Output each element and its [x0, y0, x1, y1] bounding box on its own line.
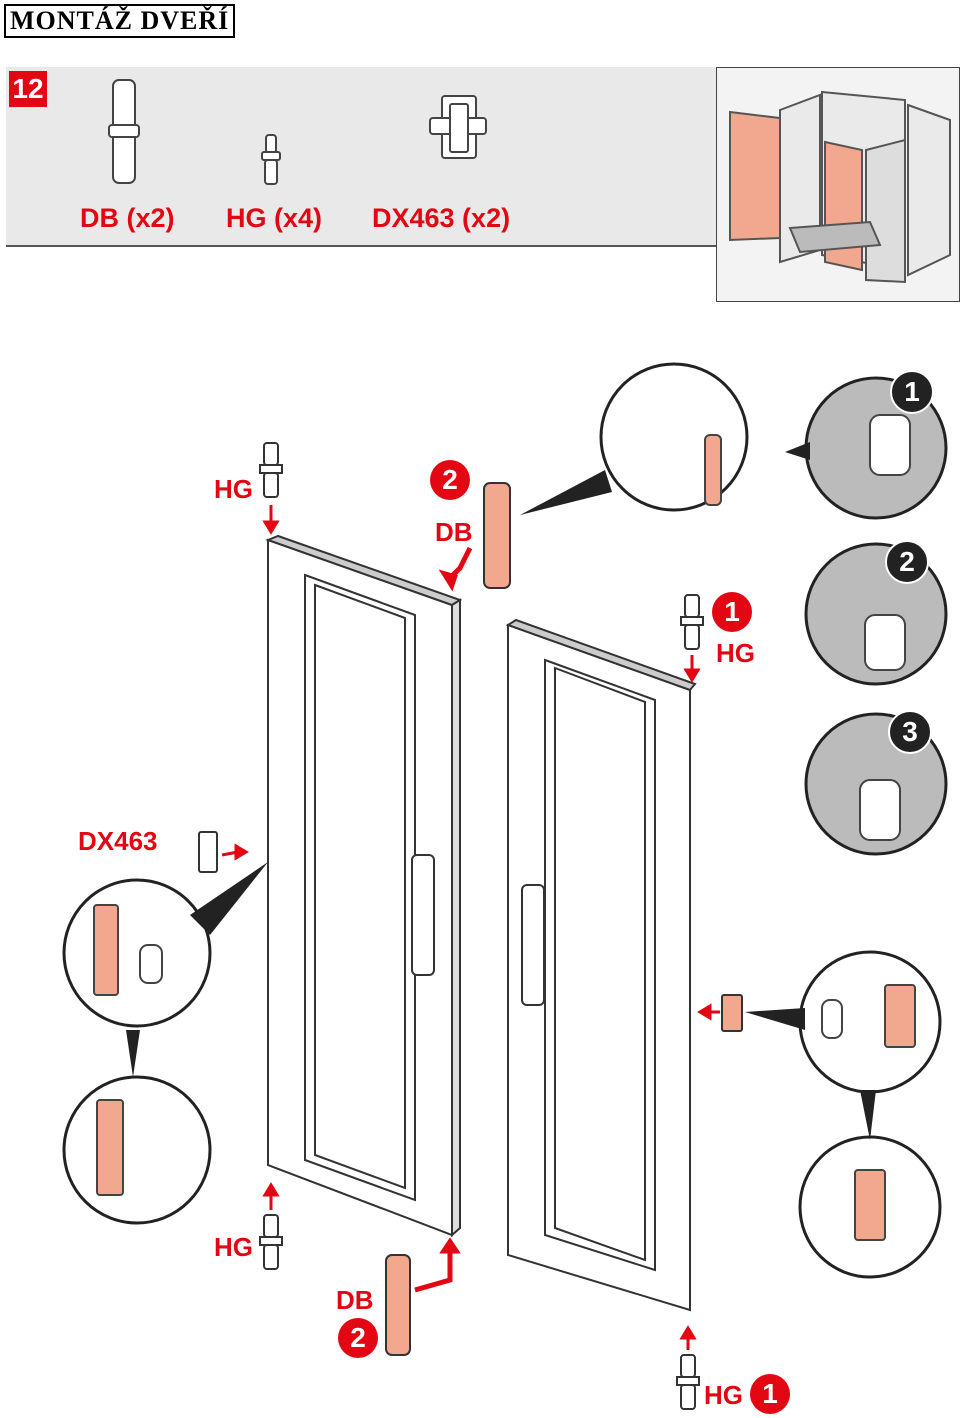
part-label-hg: HG (x4)	[226, 203, 323, 233]
hg-label-bottom-left: HG	[214, 1232, 253, 1262]
hg-label-top-right: HG	[716, 638, 755, 668]
db-label-top: DB	[435, 517, 473, 547]
red-arrows	[221, 505, 720, 1350]
step-badge-1-top-right: 1	[712, 592, 752, 632]
dx463-hinge-left	[198, 831, 218, 873]
step-number-badge: 12	[9, 71, 47, 107]
detail-badge-3: 3	[888, 710, 932, 754]
db-latch-bottom	[385, 1254, 411, 1356]
hg-label-bottom-right: HG	[704, 1380, 743, 1410]
left-door	[265, 534, 463, 1238]
hg-pin-top-right	[680, 594, 704, 650]
step-badge-1-bottom-right: 1	[750, 1374, 790, 1414]
detail-badge-2: 2	[885, 540, 929, 584]
part-label-db: DB (x2)	[80, 203, 175, 233]
hg-pin-top-left	[259, 442, 283, 498]
detail-badge-1: 1	[890, 370, 934, 414]
hg-label-top-left: HG	[214, 474, 253, 504]
db-part-icon	[108, 79, 140, 184]
part-label-dx463: DX463 (x2)	[372, 203, 511, 233]
dx463-hinge-right	[721, 994, 743, 1032]
hg-pin-bottom-left	[259, 1214, 283, 1270]
step-badge-2-top: 2	[430, 460, 470, 500]
page-title: MONTÁŽ DVEŘÍ	[4, 4, 236, 38]
dx463-part-icon	[429, 95, 487, 159]
right-door	[505, 618, 697, 1312]
db-label-bottom: DB	[336, 1285, 374, 1315]
dx463-label: DX463	[78, 826, 158, 856]
hg-part-icon	[261, 134, 281, 185]
detail-contents	[93, 414, 916, 1241]
db-latch-top	[483, 482, 511, 589]
hg-pin-bottom-right	[676, 1354, 700, 1410]
cabinet-sketch	[729, 90, 951, 284]
step-badge-2-bottom: 2	[338, 1318, 378, 1358]
